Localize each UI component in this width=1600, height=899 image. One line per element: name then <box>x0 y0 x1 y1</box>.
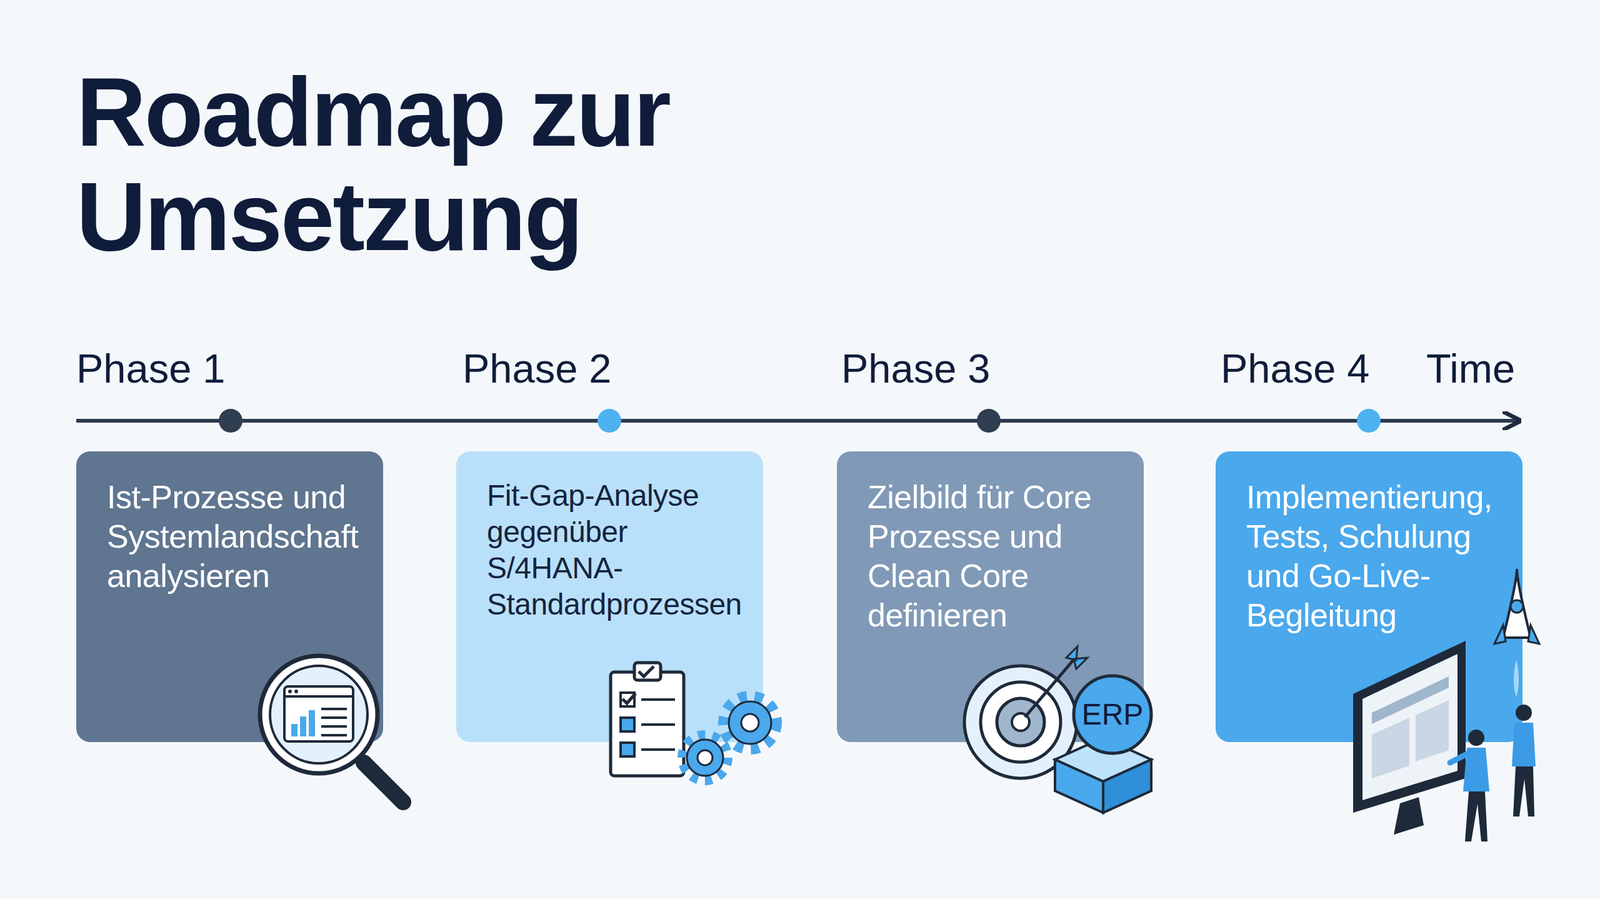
slide-title: Roadmap zur Umsetzung <box>76 60 795 269</box>
rocket-icon-part <box>1510 600 1524 613</box>
monitor-icon-part <box>1393 796 1424 835</box>
magnifier-icon-part <box>291 723 298 737</box>
magnifier-icon-part <box>288 689 292 694</box>
people-icon-part <box>1511 722 1536 767</box>
timeline-part <box>1356 408 1381 433</box>
erp-cube-icon-part <box>1073 675 1152 754</box>
phase-label: Phase 2 <box>462 344 612 394</box>
people-icon-part <box>1515 704 1532 721</box>
magnifier-icon-part <box>284 695 354 698</box>
checklist-icon-part <box>622 693 636 704</box>
axis-label: Time <box>1426 344 1515 394</box>
timeline-part <box>976 408 1001 433</box>
checklist-icon-part <box>641 748 675 751</box>
people-icon-part <box>1468 729 1485 746</box>
gear-icon-part <box>683 735 727 780</box>
magnifier-icon-part <box>321 716 347 719</box>
gear-icon-part <box>697 750 713 765</box>
checklist-icon-part <box>634 662 661 680</box>
phase-text: Ist-Prozesse und Systemlandschaft analys… <box>106 477 365 596</box>
timeline-part <box>76 418 1518 423</box>
people-icon-part <box>1465 791 1488 842</box>
target-icon-part <box>996 698 1045 746</box>
magnifier-icon-part <box>284 686 354 742</box>
people-icon-part <box>1450 753 1469 763</box>
phase-text: Implementierung, Tests, Schulung und Go-… <box>1246 477 1504 635</box>
checklist-icon-part <box>641 723 675 726</box>
timeline <box>76 408 1518 433</box>
magnifier-icon-part <box>321 707 347 710</box>
monitor-icon-part <box>1371 717 1410 779</box>
target-icon-part <box>980 681 1061 762</box>
magnifier-icon-part <box>321 725 347 728</box>
erp-badge-text: ERP <box>1081 696 1144 733</box>
magnifier-icon-part <box>321 733 347 737</box>
gear-icon-part <box>741 713 759 732</box>
gear-icon-part <box>686 739 724 776</box>
checklist-icon-part <box>610 671 684 776</box>
monitor-icon-part <box>1415 700 1449 762</box>
checklist-icon <box>610 662 684 776</box>
magnifier-icon-part <box>270 665 368 764</box>
magnifier-icon-part <box>363 762 404 802</box>
gear-icon-part <box>728 701 772 744</box>
phase-text: Zielbild für Core Prozesse und Clean Cor… <box>867 477 1125 635</box>
magnifier-icon-part <box>260 655 378 774</box>
checklist-icon-part <box>620 742 635 757</box>
people-icon-part <box>1513 766 1535 817</box>
magnifier-icon-part <box>294 689 299 694</box>
timeline-part <box>597 408 622 433</box>
erp-cube-icon-part <box>1055 759 1104 813</box>
checklist-icon-part <box>620 717 635 732</box>
timeline-part <box>218 408 243 433</box>
phase-label: Phase 4 <box>1220 344 1370 394</box>
erp-cube-icon <box>1055 675 1152 813</box>
checklist-icon-part <box>641 698 675 701</box>
magnifier-icon-part <box>300 716 307 737</box>
phase-label: Phase 1 <box>76 344 226 394</box>
phase-label: Phase 3 <box>841 344 991 394</box>
erp-cube-icon-part <box>1103 759 1152 813</box>
magnifier-icon-part <box>308 710 315 737</box>
checklist-icon-part <box>638 666 654 677</box>
phase-text: Fit-Gap-Analyse gegenüber S/4HANA-Standa… <box>486 477 745 623</box>
